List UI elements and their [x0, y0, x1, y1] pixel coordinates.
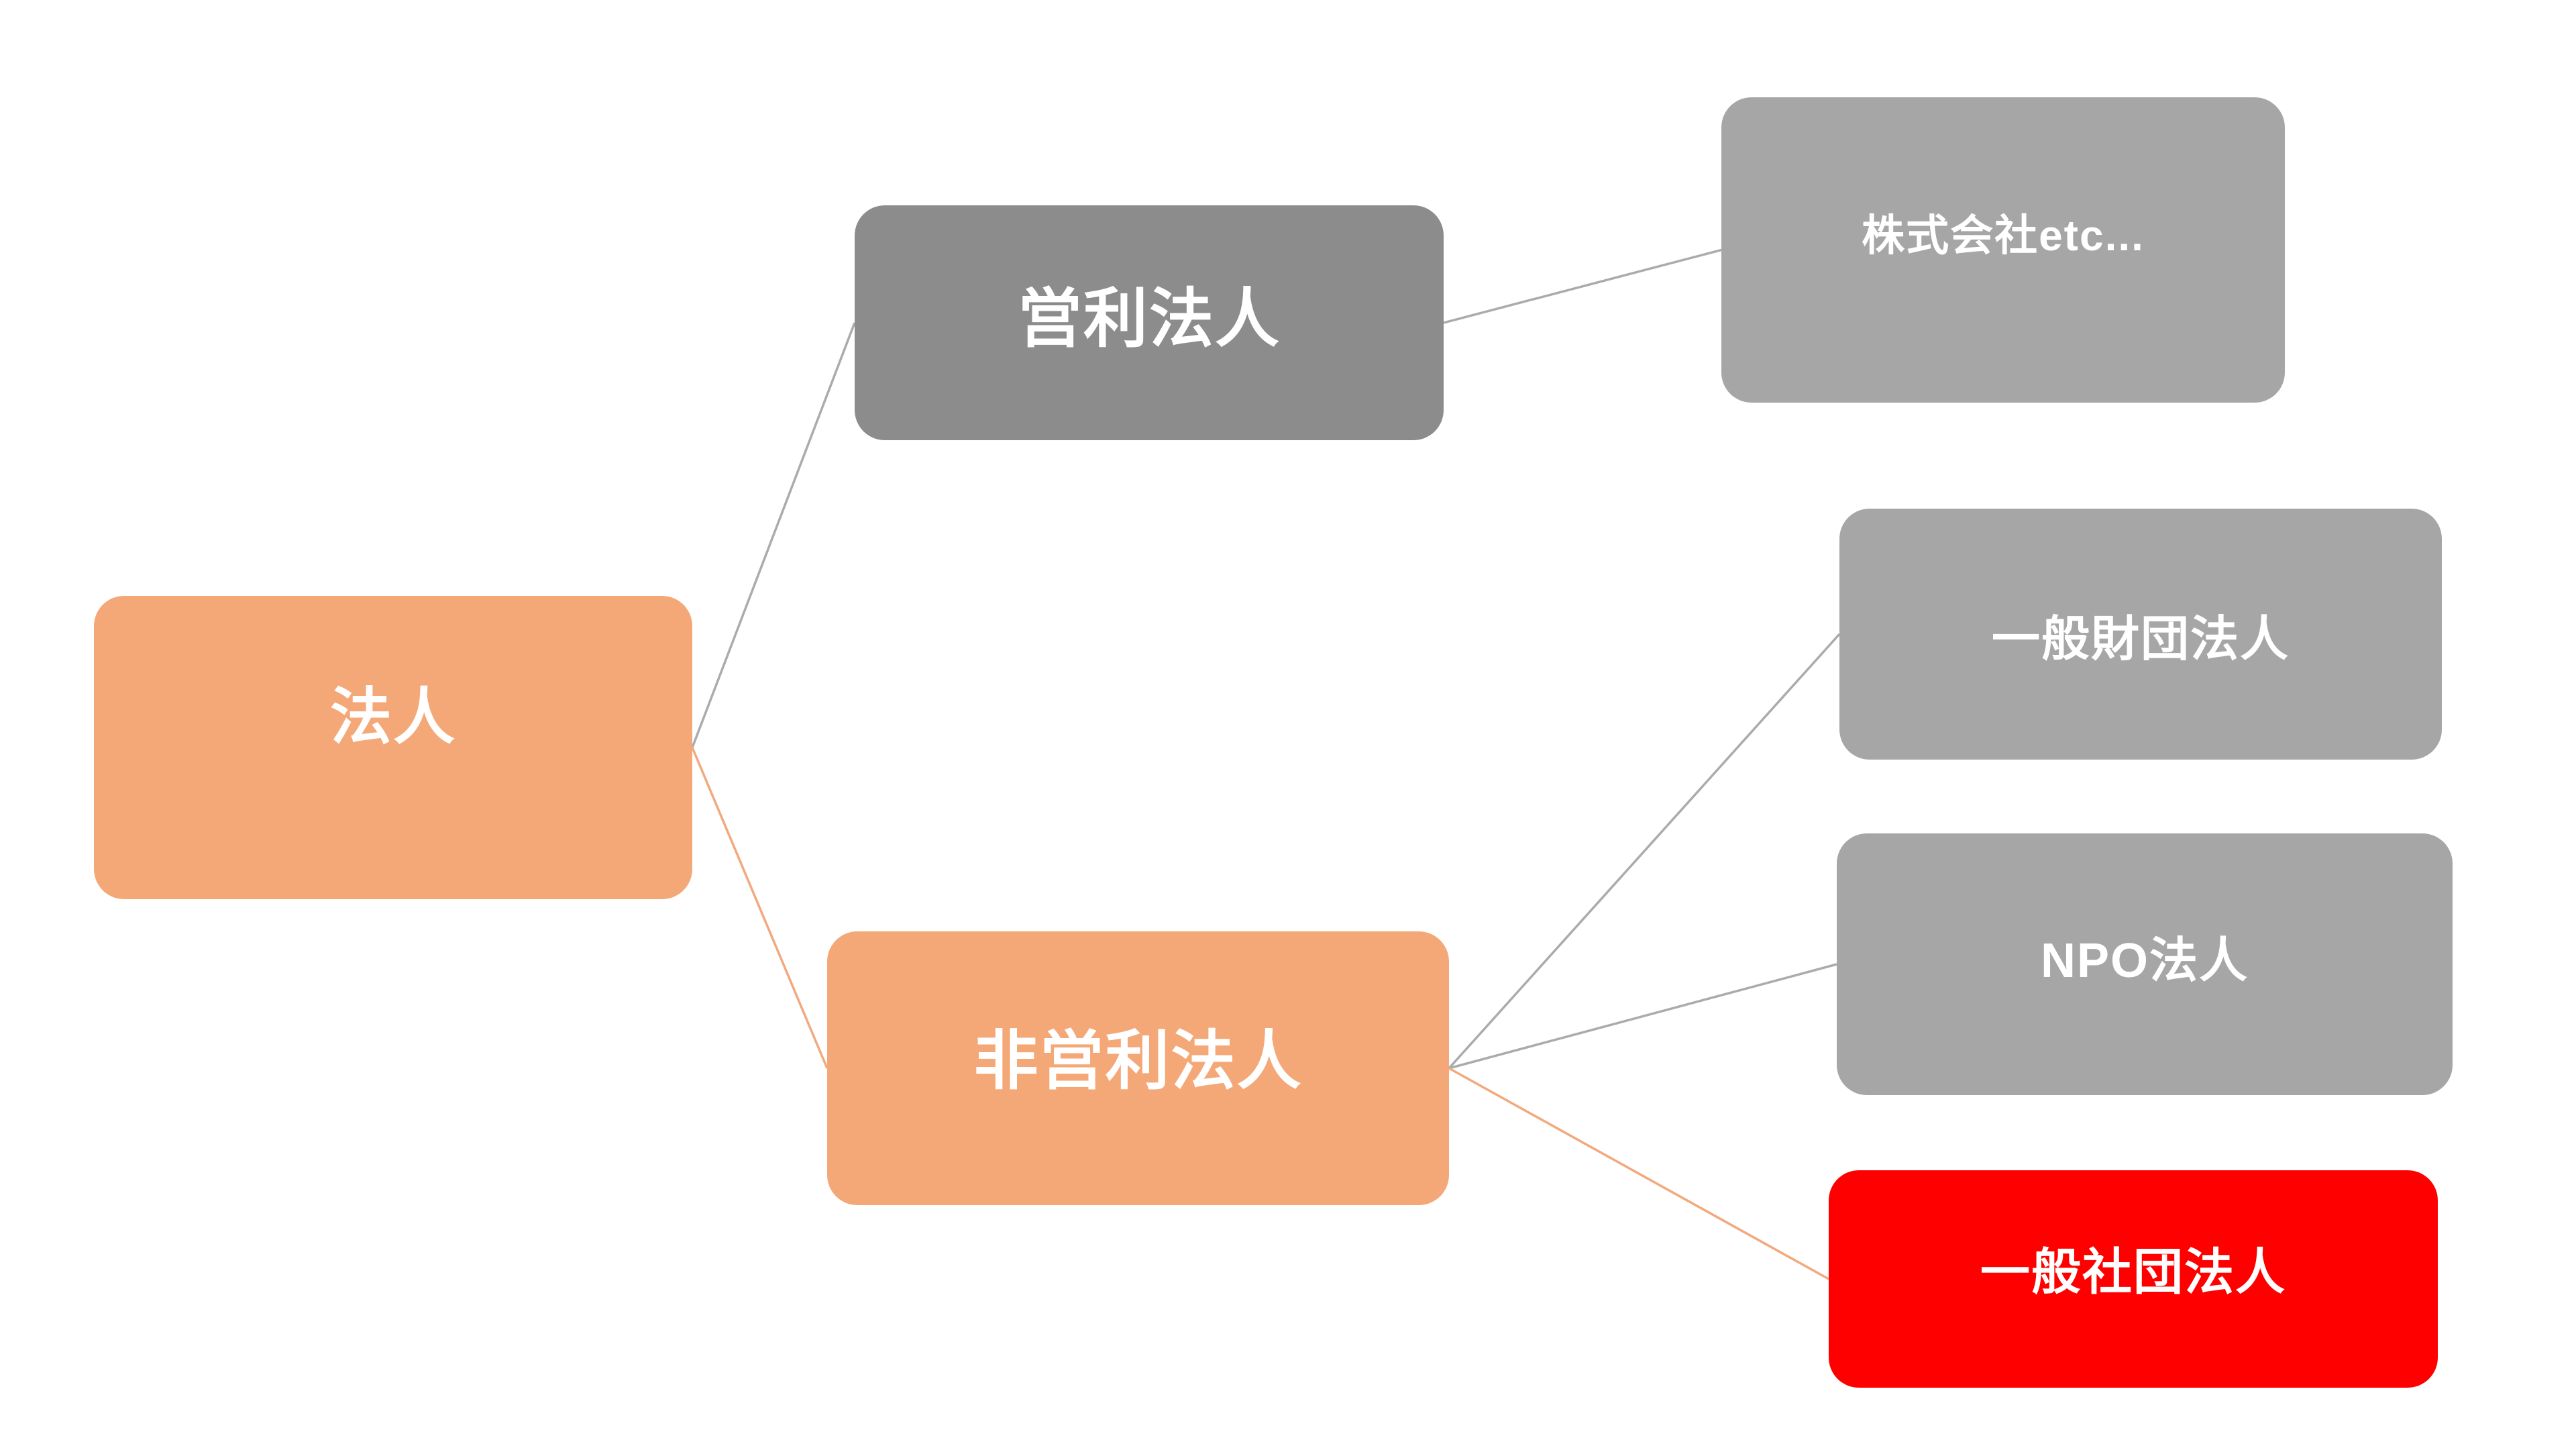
- node-label-kabushiki-gaisha: 株式会社etc...: [1862, 211, 2145, 260]
- edge-eiri-hojin-to-kabushiki-gaisha: [1443, 248, 1722, 324]
- node-hojin: 法人: [94, 596, 692, 899]
- edge-hieiri-hojin-to-ippan-shadan-hojin: [1448, 1067, 1829, 1280]
- node-label-ippan-shadan-hojin: 一般社団法人: [1980, 1244, 2286, 1300]
- edge-hieiri-hojin-to-npo-hojin: [1448, 963, 1837, 1070]
- node-label-npo-hojin: NPO法人: [2040, 934, 2249, 988]
- node-label-eiri-hojin: 営利法人: [1018, 283, 1281, 355]
- node-label-hieiri-hojin: 非営利法人: [973, 1025, 1303, 1097]
- edge-hieiri-hojin-to-ippan-zaidan-hojin: [1448, 633, 1841, 1070]
- node-ippan-zaidan-hojin: 一般財団法人: [1839, 509, 2442, 760]
- node-hieiri-hojin: 非営利法人: [827, 931, 1449, 1205]
- node-kabushiki-gaisha: 株式会社etc...: [1721, 97, 2285, 403]
- node-label-ippan-zaidan-hojin: 一般財団法人: [1991, 613, 2290, 666]
- node-ippan-shadan-hojin: 一般社団法人: [1829, 1170, 2438, 1388]
- node-npo-hojin: NPO法人: [1837, 833, 2453, 1095]
- node-eiri-hojin: 営利法人: [855, 205, 1444, 440]
- node-label-hojin: 法人: [329, 683, 456, 752]
- edge-hojin-to-eiri-hojin: [691, 322, 856, 748]
- edge-hojin-to-hieiri-hojin: [691, 747, 828, 1069]
